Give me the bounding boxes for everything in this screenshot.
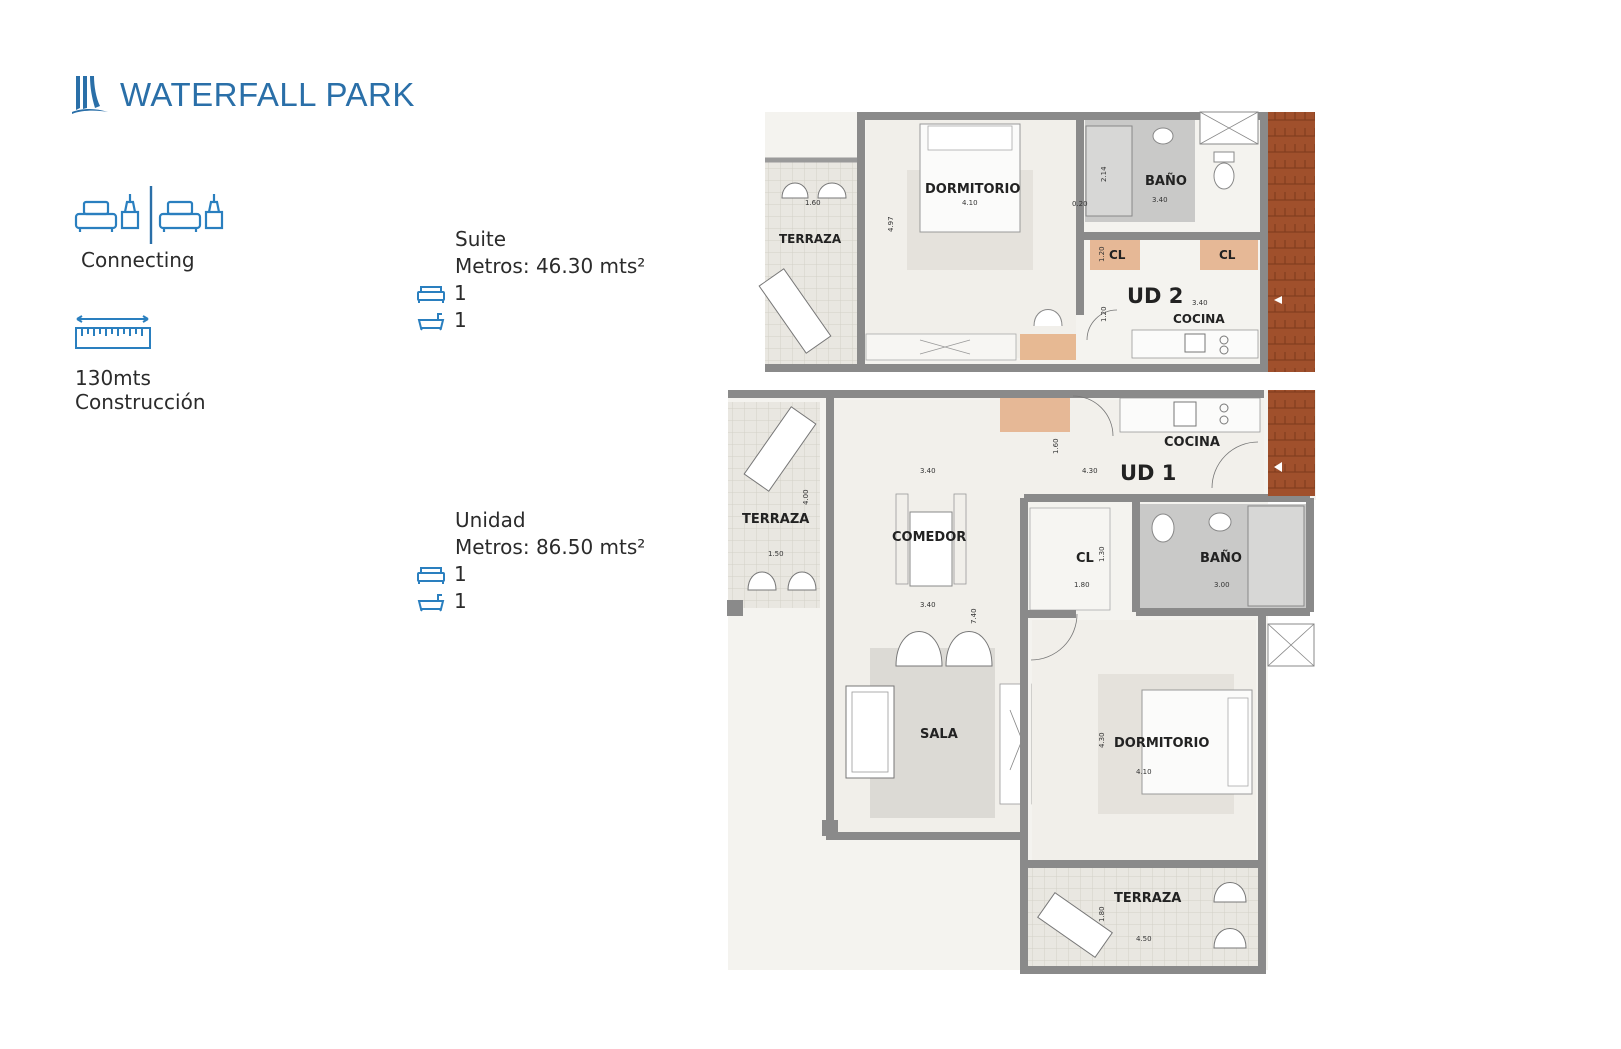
unidad-area: Metros: 86.50 mts² (455, 535, 646, 559)
bed-icon (417, 566, 445, 584)
dimension: 3.40 (920, 601, 936, 609)
room-label: CL (1219, 248, 1236, 262)
unidad-baths: 1 (454, 589, 467, 613)
unidad-name: Unidad (455, 508, 526, 532)
area-label: Construcción (75, 390, 206, 414)
room-label: CL (1109, 248, 1126, 262)
room-label: TERRAZA (1114, 891, 1181, 906)
room-label: DORMITORIO (925, 182, 1020, 197)
unidad-info: Unidad Metros: 86.50 mts² 1 1 (416, 507, 645, 615)
ruler-icon (75, 315, 151, 349)
suite-beds: 1 (454, 281, 467, 305)
dimension: 3.00 (1214, 581, 1230, 589)
unit-ud1: TERRAZA COMEDOR SALA COCINA UD 1 CL BAÑO… (727, 390, 1316, 974)
dimension: 1.30 (1098, 546, 1106, 562)
dimension: 4.00 (802, 489, 810, 505)
suite-area: Metros: 46.30 mts² (455, 254, 646, 278)
dimension: 1.20 (1100, 306, 1108, 322)
room-label: COCINA (1164, 435, 1220, 450)
wood-facade (1268, 390, 1315, 496)
bathtub-icon (417, 312, 445, 330)
room-type-label: Connecting (81, 248, 195, 272)
room-label: TERRAZA (779, 232, 842, 246)
room-label: TERRAZA (742, 512, 809, 527)
unit-ud2: DORMITORIO TERRAZA BAÑO CL CL UD 2 COCIN… (758, 111, 1315, 372)
dimension: 3.40 (1192, 299, 1208, 307)
connecting-rooms-icon (74, 186, 224, 244)
dimension: 3.40 (920, 467, 936, 475)
unidad-beds: 1 (454, 562, 467, 586)
room-label: COCINA (1173, 312, 1225, 326)
dimension: 4.50 (1136, 935, 1152, 943)
room-label: BAÑO (1200, 550, 1242, 566)
dimension: 4.10 (1136, 768, 1152, 776)
dimension: 4.10 (962, 199, 978, 207)
unit-label: UD 2 (1127, 284, 1183, 308)
room-label: COMEDOR (892, 530, 966, 545)
brand-header: WATERFALL PARK (70, 72, 415, 118)
suite-name: Suite (455, 227, 507, 251)
wood-facade (1268, 112, 1315, 372)
waterfall-logo-icon (72, 76, 108, 114)
dimension: 1.20 (1098, 246, 1106, 262)
dimension: 4.30 (1082, 467, 1098, 475)
bed-icon (417, 285, 445, 303)
dimension: 7.40 (970, 608, 978, 624)
suite-info: Suite Metros: 46.30 mts² 1 1 (416, 226, 645, 334)
dimension: 1.60 (1052, 438, 1060, 454)
area-info: 130mts Construcción (75, 366, 206, 414)
dimension: 1.80 (1074, 581, 1090, 589)
dimension: 4.97 (887, 216, 895, 232)
dimension: 1.60 (805, 199, 821, 207)
area-value: 130mts (75, 366, 151, 390)
dimension: 3.40 (1152, 196, 1168, 204)
unit-label: UD 1 (1120, 461, 1176, 485)
room-label: BAÑO (1145, 173, 1187, 189)
dimension: 1.50 (768, 550, 784, 558)
room-label: CL (1076, 551, 1094, 566)
dimension: 2.14 (1100, 166, 1108, 182)
dimension: 0.20 (1072, 200, 1088, 208)
room-label: SALA (920, 727, 958, 742)
suite-baths: 1 (454, 308, 467, 332)
dimension: 4.30 (1098, 732, 1106, 748)
room-label: DORMITORIO (1114, 736, 1209, 751)
dimension: 1.80 (1098, 906, 1106, 922)
bathtub-icon (417, 593, 445, 611)
brand-name: WATERFALL PARK (120, 76, 415, 113)
